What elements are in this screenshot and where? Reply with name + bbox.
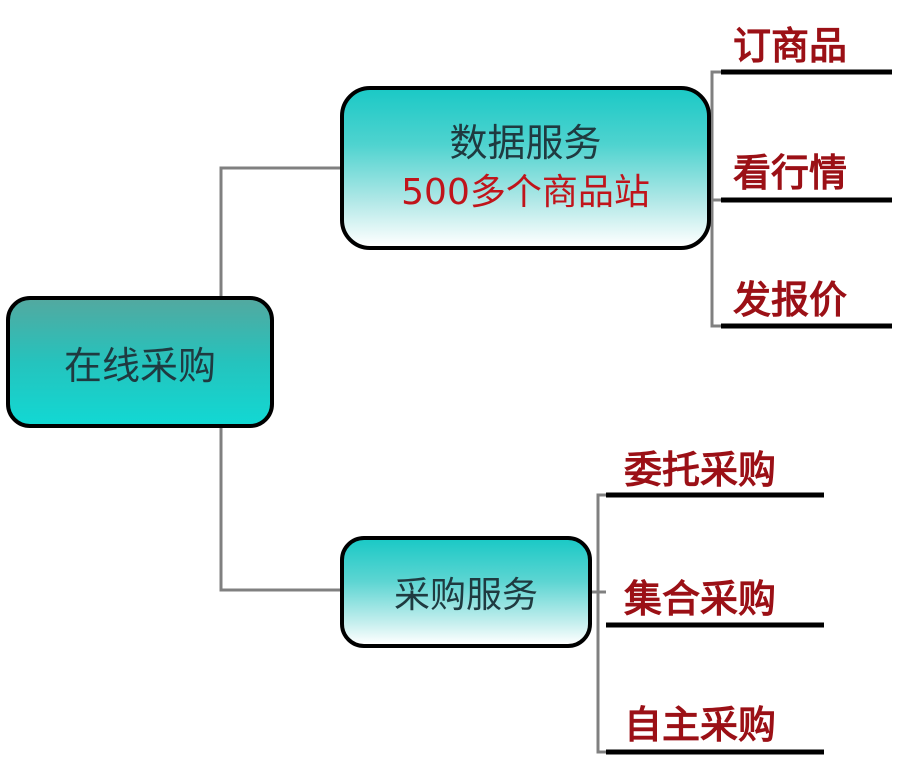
purchase-service-node: 采购服务 bbox=[340, 536, 592, 648]
data-service-subtitle: 500多个商品站 bbox=[401, 172, 650, 213]
connector-root-data bbox=[219, 166, 340, 296]
connector-data-bracket bbox=[710, 70, 721, 328]
leaf-entrusted-purchase: 委托采购 bbox=[624, 447, 777, 492]
purchase-service-title: 采购服务 bbox=[393, 575, 538, 616]
connector-root-purchase bbox=[219, 428, 340, 592]
leaf-send-quote: 发报价 bbox=[733, 277, 848, 322]
root-node-label: 在线采购 bbox=[63, 343, 216, 388]
leaf-view-market: 看行情 bbox=[733, 150, 848, 195]
leaf-order-goods: 订商品 bbox=[733, 23, 848, 68]
leaf-group-purchase: 集合采购 bbox=[624, 576, 777, 621]
connector-purchase-bracket bbox=[596, 493, 606, 754]
root-node-online-purchase: 在线采购 bbox=[6, 296, 274, 428]
data-service-node: 数据服务 500多个商品站 bbox=[340, 86, 711, 250]
data-service-title: 数据服务 bbox=[449, 121, 602, 165]
leaf-self-purchase: 自主采购 bbox=[624, 702, 777, 747]
